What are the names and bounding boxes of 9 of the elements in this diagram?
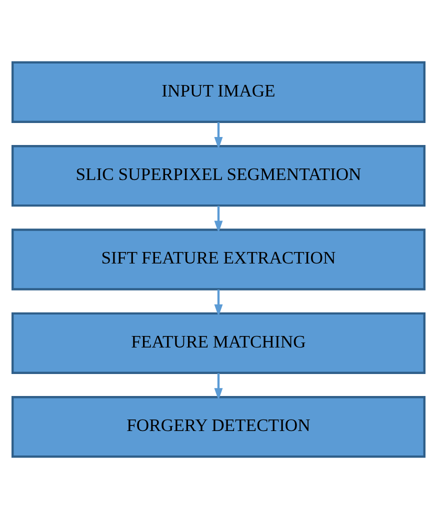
arrow (214, 290, 223, 317)
arrow (214, 373, 223, 400)
arrow (214, 122, 223, 150)
node-box: FORGERY DETECTION (12, 396, 426, 458)
arrow (214, 206, 223, 233)
node-box: INPUT IMAGE (12, 61, 426, 123)
node-box: SLIC SUPERPIXEL SEGMENTATION (12, 144, 426, 207)
node-box: SIFT FEATURE EXTRACTION (12, 228, 426, 290)
node-box: FEATURE MATCHING (12, 312, 426, 374)
